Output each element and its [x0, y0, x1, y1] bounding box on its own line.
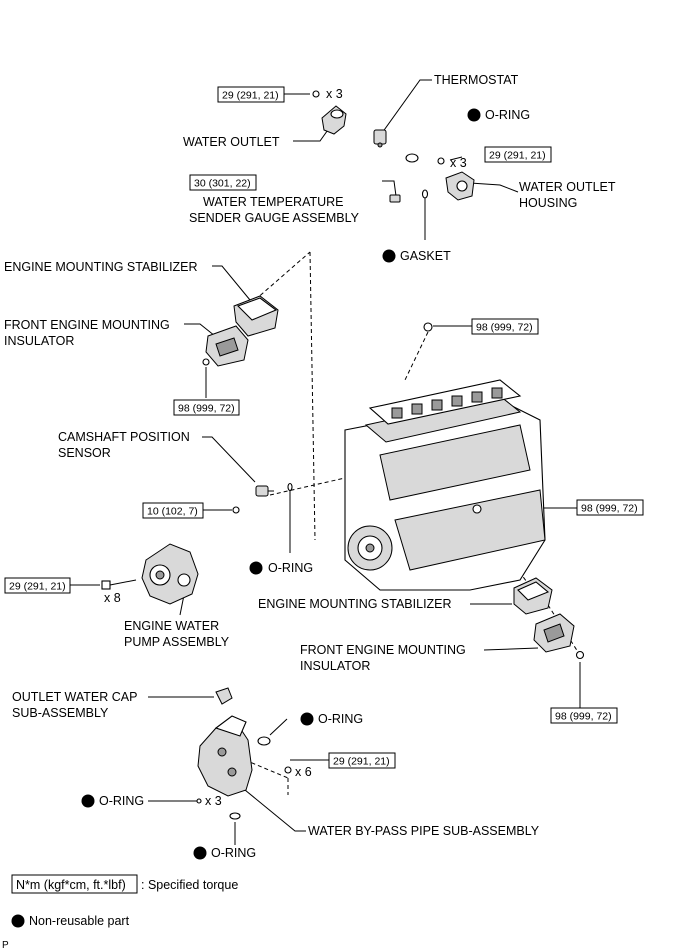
- svg-text:98 (999, 72): 98 (999, 72): [581, 503, 638, 515]
- label-oring-left: O-RING: [99, 794, 144, 808]
- upper-insulator-nut: [202, 358, 210, 366]
- water-outlet-bolt: [312, 90, 320, 98]
- torque-box-pump: 29 (291, 21): [4, 577, 71, 594]
- engine-top-nut: [423, 322, 433, 332]
- svg-text:98 (999, 72): 98 (999, 72): [476, 322, 533, 334]
- water-outlet-part: [321, 105, 347, 135]
- legend-torque-unit: N*m (kgf*cm, ft.*lbf): [16, 878, 126, 892]
- non-reusable-mark: [300, 712, 314, 726]
- svg-text:29 (291, 21): 29 (291, 21): [9, 581, 66, 593]
- engine-valve-cover: [391, 387, 503, 419]
- svg-text:10 (102, 7): 10 (102, 7): [147, 506, 198, 518]
- pipe-bolt: [284, 766, 292, 774]
- bypass-pipe-part: [197, 715, 253, 797]
- legend-non-reusable: Non-reusable part: [29, 914, 130, 928]
- torque-box-insulator-lower: 98 (999, 72): [550, 707, 618, 724]
- gasket-part: [421, 189, 429, 199]
- torque-box-insulator-upper: 98 (999, 72): [173, 399, 240, 416]
- torque-box-engine-right: 98 (999, 72): [576, 499, 644, 516]
- label-pump-2: PUMP ASSEMBLY: [124, 635, 230, 649]
- lower-insulator-nut: [575, 650, 585, 660]
- svg-text:30 (301, 22): 30 (301, 22): [194, 178, 251, 190]
- label-pump-1: ENGINE WATER: [124, 619, 219, 633]
- legend-torque-box: [11, 874, 138, 894]
- label-stabilizer-lower: ENGINE MOUNTING STABILIZER: [258, 597, 452, 611]
- qty-pipe-bolts: x 6: [295, 765, 312, 779]
- label-water-outlet-housing-1: WATER OUTLET: [519, 180, 616, 194]
- non-reusable-mark: [467, 108, 481, 122]
- label-camshaft-sensor-1: CAMSHAFT POSITION: [58, 430, 190, 444]
- thermostat-oring-part: [405, 153, 419, 163]
- label-thermostat: THERMOSTAT: [434, 73, 519, 87]
- label-outlet-cap-1: OUTLET WATER CAP: [12, 690, 137, 704]
- label-insulator-lower-2: INSULATOR: [300, 659, 370, 673]
- upper-insulator-part: [205, 325, 249, 367]
- svg-text:29 (291, 21): 29 (291, 21): [489, 150, 546, 162]
- torque-box-engine-top: 98 (999, 72): [471, 318, 539, 335]
- non-reusable-mark: [249, 561, 263, 575]
- housing-bolt: [437, 157, 445, 165]
- label-oring-thermostat: O-RING: [485, 108, 530, 122]
- svg-text:98 (999, 72): 98 (999, 72): [555, 711, 612, 723]
- label-stabilizer-upper: ENGINE MOUNTING STABILIZER: [4, 260, 198, 274]
- left-oring-part: [196, 798, 202, 804]
- water-pump-part: [141, 543, 199, 605]
- label-camshaft-sensor-2: SENSOR: [58, 446, 111, 460]
- qty-housing-bolts: x 3: [450, 156, 467, 170]
- pump-bolt: [101, 579, 137, 590]
- non-reusable-mark: [193, 846, 207, 860]
- svg-text:29 (291, 21): 29 (291, 21): [333, 756, 390, 768]
- label-outlet-cap-2: SUB-ASSEMBLY: [12, 706, 109, 720]
- corner-mark: P: [2, 940, 9, 951]
- legend: N*m (kgf*cm, ft.*lbf) : Specified torque…: [11, 874, 238, 928]
- water-outlet-housing-part: [445, 171, 475, 201]
- non-reusable-mark: [382, 249, 396, 263]
- lower-insulator-part: [533, 613, 575, 653]
- pipe-oring-part: [257, 736, 271, 746]
- torque-box-temp-sender: 30 (301, 22): [189, 174, 257, 191]
- label-insulator-upper-2: INSULATOR: [4, 334, 74, 348]
- torque-box-bypass-pipe: 29 (291, 21): [328, 752, 396, 769]
- bottom-oring-part: [229, 812, 241, 820]
- camshaft-oring-part: [287, 482, 293, 492]
- legend-non-reusable-mark: [11, 914, 25, 928]
- svg-text:98 (999, 72): 98 (999, 72): [178, 403, 235, 415]
- upper-stabilizer-part: [233, 295, 279, 337]
- qty-outlet-bolts: x 3: [326, 87, 343, 101]
- label-oring-cam: O-RING: [268, 561, 313, 575]
- legend-torque-desc: : Specified torque: [141, 878, 238, 892]
- label-insulator-upper-1: FRONT ENGINE MOUNTING: [4, 318, 170, 332]
- svg-text:29 (291, 21): 29 (291, 21): [222, 90, 279, 102]
- label-insulator-lower-1: FRONT ENGINE MOUNTING: [300, 643, 466, 657]
- camshaft-bolt: [232, 506, 240, 514]
- outlet-cap-part: [215, 687, 233, 705]
- label-water-outlet: WATER OUTLET: [183, 135, 280, 149]
- temp-sender-part: [389, 194, 401, 203]
- non-reusable-mark: [81, 794, 95, 808]
- torque-box-camshaft: 10 (102, 7): [142, 502, 204, 519]
- engine-block-part: [344, 379, 546, 591]
- label-gasket: GASKET: [400, 249, 451, 263]
- torque-box-water-outlet: 29 (291, 21): [217, 86, 285, 103]
- label-oring-bottom: O-RING: [211, 846, 256, 860]
- camshaft-sensor-part: [255, 485, 274, 497]
- thermostat-part: [373, 129, 387, 148]
- label-temp-sender-1: WATER TEMPERATURE: [203, 195, 344, 209]
- label-oring-pipe: O-RING: [318, 712, 363, 726]
- label-bypass-pipe: WATER BY-PASS PIPE SUB-ASSEMBLY: [308, 824, 540, 838]
- label-water-outlet-housing-2: HOUSING: [519, 196, 577, 210]
- qty-left-oring: x 3: [205, 794, 222, 808]
- qty-pump-bolts: x 8: [104, 591, 121, 605]
- engine-right-nut: [472, 504, 482, 514]
- label-temp-sender-2: SENDER GAUGE ASSEMBLY: [189, 211, 360, 225]
- torque-box-housing: 29 (291, 21): [484, 146, 552, 163]
- lower-stabilizer-part: [513, 577, 553, 615]
